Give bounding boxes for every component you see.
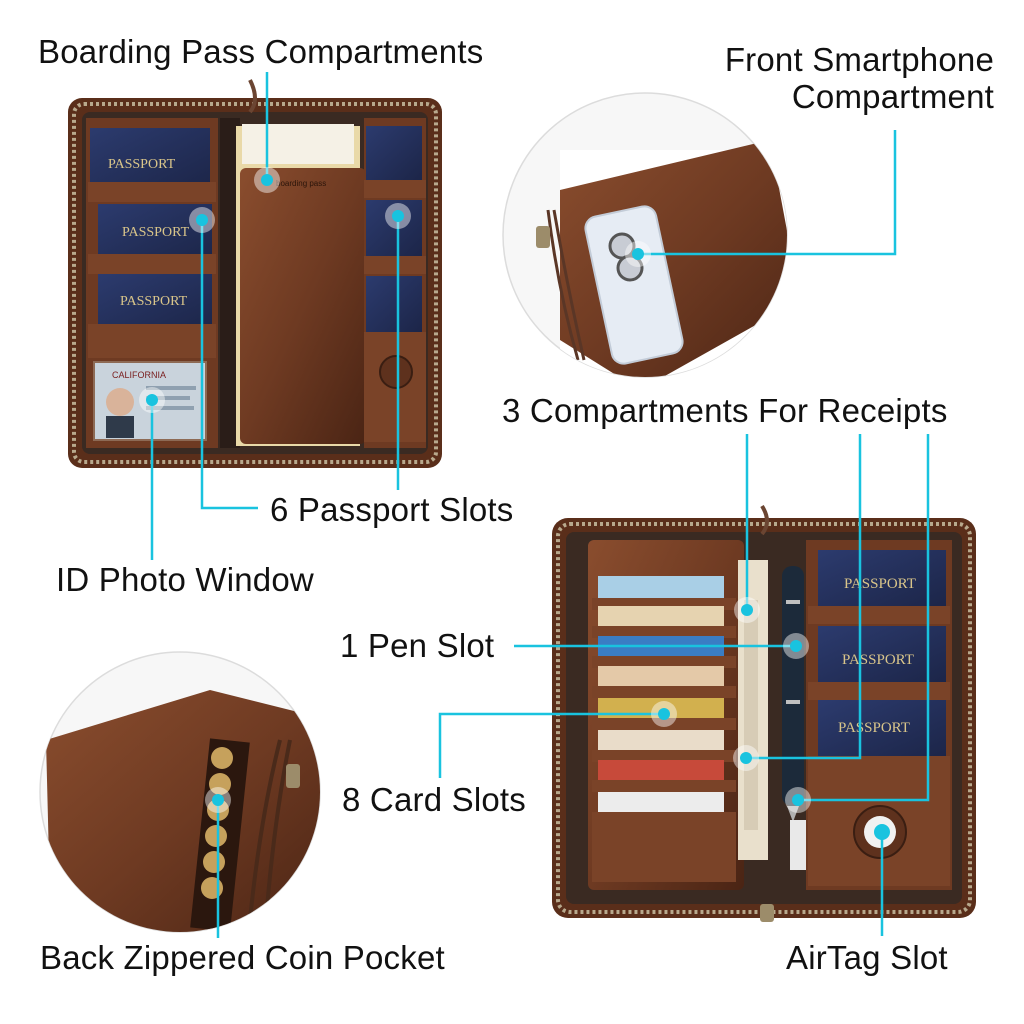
callout-line-passport-left: [200, 218, 258, 510]
label-airtag-slot: AirTag Slot: [786, 939, 948, 976]
callouts: [150, 72, 930, 938]
detail-circle-coin-pocket: [39, 651, 321, 933]
passport-left-3: PASSPORT: [98, 274, 212, 330]
sleeve-print: boarding pass: [276, 179, 326, 188]
passport-left-2: PASSPORT: [98, 204, 212, 260]
passport-print: PASSPORT: [844, 576, 916, 592]
pen: [782, 566, 804, 822]
wallet-open-top-left: PASSPORT PASSPORT PASSPORT CALIFORNIA: [68, 79, 442, 468]
label-passport-slots: 6 Passport Slots: [270, 491, 514, 528]
label-coin-pocket: Back Zippered Coin Pocket: [40, 939, 445, 976]
label-front-smartphone-line2: Compartment: [791, 77, 994, 115]
label-boarding-pass: Boarding Pass Compartments: [38, 33, 484, 70]
label-receipts: 3 Compartments For Receipts: [502, 392, 948, 429]
passport-right-3: PASSPORT: [818, 700, 946, 758]
callout-line-smartphone: [638, 130, 897, 256]
label-front-smartphone: Front Smartphone Compartment: [724, 41, 994, 116]
passport-print: PASSPORT: [842, 652, 914, 668]
boarding-pass-sleeve: boarding pass: [240, 168, 366, 444]
label-card-slots: 8 Card Slots: [342, 781, 526, 818]
card-slots: [592, 576, 736, 882]
callout-line-receipts-3: [798, 434, 930, 802]
id-state-print: CALIFORNIA: [112, 370, 166, 380]
callout-dots: [139, 167, 890, 840]
wallet-open-bottom-right: PASSPORT PASSPORT PASSPORT: [552, 504, 976, 922]
callout-line-receipts-2: [746, 434, 862, 760]
passport-print: PASSPORT: [120, 294, 188, 309]
label-id-window: ID Photo Window: [56, 561, 314, 598]
passport-print: PASSPORT: [122, 225, 190, 240]
label-front-smartphone-line1: Front Smartphone: [724, 41, 994, 78]
detail-circle-smartphone: [502, 92, 788, 378]
passport-print: PASSPORT: [108, 157, 176, 172]
passport-left-1: PASSPORT: [90, 128, 210, 190]
passport-right-2: PASSPORT: [818, 626, 946, 684]
callout-line-cards: [438, 712, 664, 778]
label-pen-slot: 1 Pen Slot: [340, 627, 495, 664]
passport-right-1: PASSPORT: [818, 550, 946, 608]
passport-print: PASSPORT: [838, 720, 910, 736]
